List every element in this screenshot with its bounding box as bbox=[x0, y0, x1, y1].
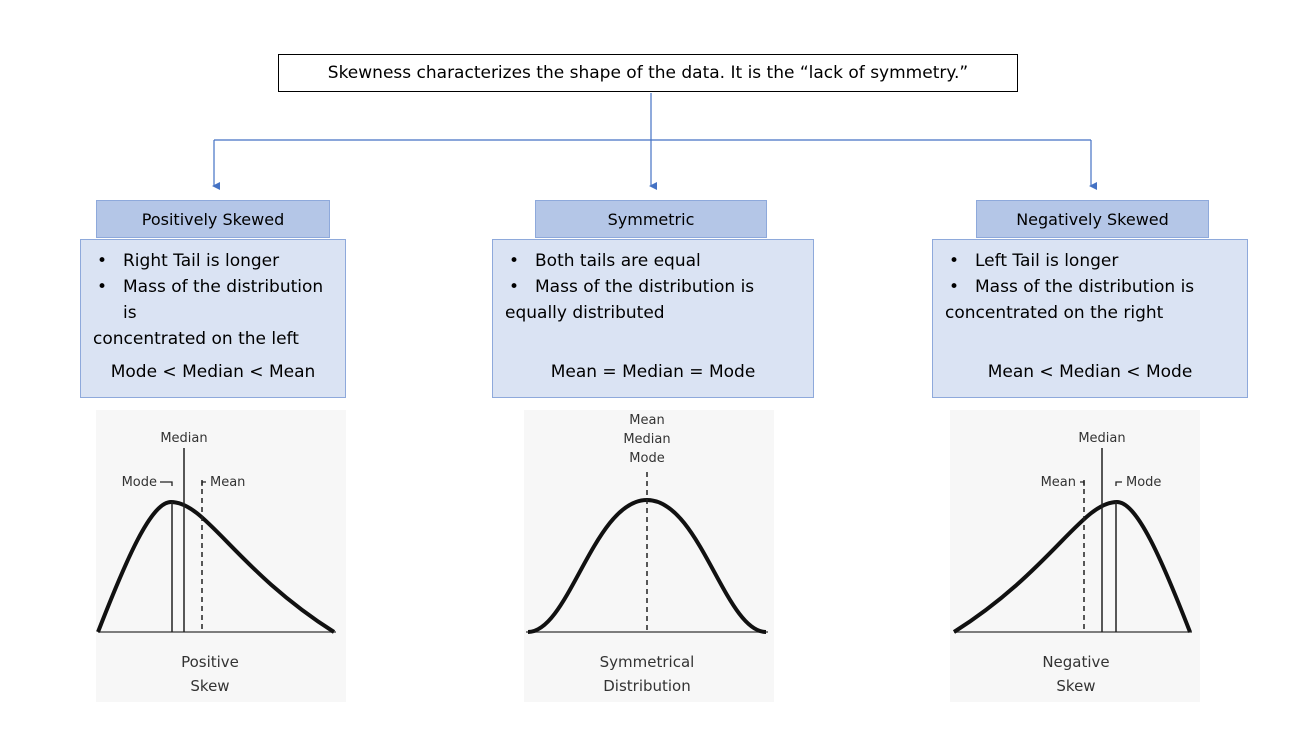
negative-skew-bullet-2-continuation: concentrated on the right bbox=[945, 303, 1164, 323]
negative-skew-header: Negatively Skewed bbox=[976, 200, 1209, 238]
positive-skew-bullet-2-continuation: concentrated on the left bbox=[93, 329, 299, 349]
negative-skew-relation: Mean < Median < Mode bbox=[987, 362, 1193, 382]
negative-mean-label: Mean bbox=[1041, 475, 1076, 490]
negative-skew-title: Negatively Skewed bbox=[1016, 209, 1169, 229]
symmetric-info-box: Both tails are equal Mass of the distrib… bbox=[492, 239, 814, 398]
symmetric-bullet-2-continuation: equally distributed bbox=[505, 303, 665, 323]
positive-skew-bullet-1: Right Tail is longer bbox=[93, 248, 333, 274]
symmetric-bullet-1: Both tails are equal bbox=[505, 248, 801, 274]
positive-skew-info-box: Right Tail is longer Mass of the distrib… bbox=[80, 239, 346, 398]
positive-caption-line2: Skew bbox=[190, 677, 229, 695]
positive-skew-title: Positively Skewed bbox=[141, 209, 285, 229]
negative-skew-info-box: Left Tail is longer Mass of the distribu… bbox=[932, 239, 1248, 398]
symmetric-relation: Mean = Median = Mode bbox=[550, 362, 756, 382]
positive-skew-header: Positively Skewed bbox=[96, 200, 330, 238]
positive-skew-curve bbox=[96, 499, 336, 634]
symmetric-header: Symmetric bbox=[535, 200, 767, 238]
negative-median-label: Median bbox=[1078, 431, 1125, 446]
skewness-definition-text: Skewness characterizes the shape of the … bbox=[327, 63, 969, 83]
symmetric-bullet-2: Mass of the distribution is bbox=[505, 274, 801, 300]
negative-skew-bullet-1: Left Tail is longer bbox=[945, 248, 1235, 274]
negative-mode-label: Mode bbox=[1126, 475, 1161, 490]
negative-skew-bullets: Left Tail is longer Mass of the distribu… bbox=[945, 248, 1235, 300]
negative-skew-bullet-2: Mass of the distribution is bbox=[945, 274, 1235, 300]
symmetric-bullets: Both tails are equal Mass of the distrib… bbox=[505, 248, 801, 300]
negative-skew-figure: Median Mean Mode Negative Skew bbox=[950, 410, 1200, 702]
positive-skew-figure: Median Mode Mean Positive Skew bbox=[96, 410, 346, 702]
positive-mode-label: Mode bbox=[122, 475, 157, 490]
symmetric-caption-line2: Distribution bbox=[603, 677, 691, 695]
symmetric-caption-line1: Symmetrical bbox=[600, 653, 695, 671]
positive-mean-label: Mean bbox=[210, 475, 245, 490]
positive-skew-relation: Mode < Median < Mean bbox=[110, 362, 316, 382]
symmetric-figure: Mean Median Mode Symmetrical Distributio… bbox=[524, 410, 774, 702]
negative-caption-line2: Skew bbox=[1056, 677, 1095, 695]
positive-skew-bullet-2: Mass of the distribution is bbox=[93, 274, 333, 326]
negative-skew-curve bbox=[952, 499, 1192, 634]
symmetric-mode-label: Mode bbox=[629, 451, 664, 466]
negative-caption-line1: Negative bbox=[1042, 653, 1109, 671]
symmetric-median-label: Median bbox=[623, 432, 670, 447]
symmetric-mean-label: Mean bbox=[629, 413, 664, 428]
positive-caption-line1: Positive bbox=[181, 653, 239, 671]
skewness-definition-box: Skewness characterizes the shape of the … bbox=[278, 54, 1018, 92]
positive-median-label: Median bbox=[160, 431, 207, 446]
positive-skew-bullets: Right Tail is longer Mass of the distrib… bbox=[93, 248, 333, 326]
symmetric-title: Symmetric bbox=[607, 209, 695, 229]
